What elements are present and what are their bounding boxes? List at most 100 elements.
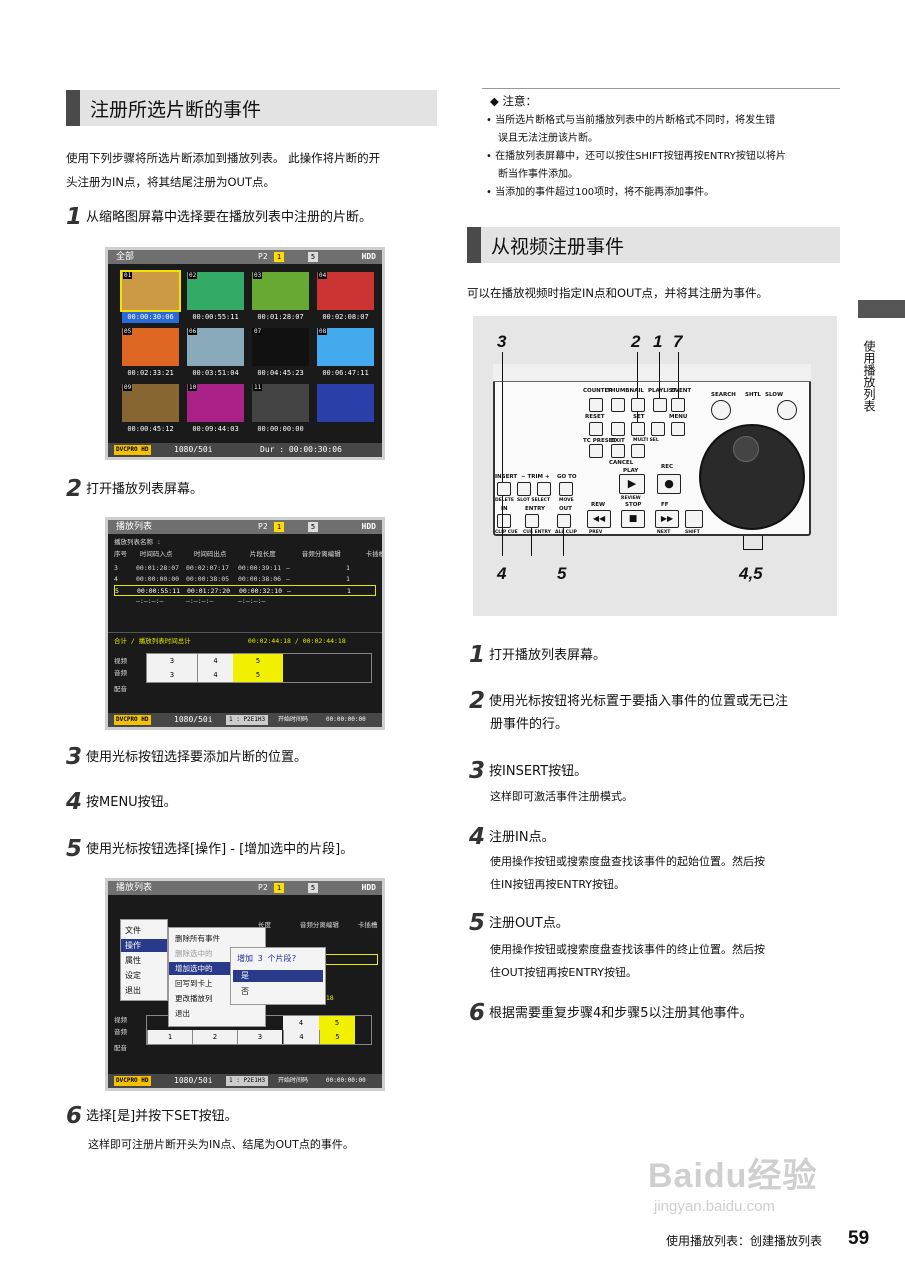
set-button[interactable] — [631, 422, 645, 436]
step-text: 从缩略图屏幕中选择要在播放列表中注册的片断。 — [86, 210, 373, 225]
play-button[interactable]: ▶ — [619, 474, 645, 494]
main-menu-item[interactable]: 退出 — [125, 986, 141, 995]
main-menu-item[interactable]: 操作 — [121, 939, 167, 952]
search-dial[interactable] — [699, 424, 805, 530]
note-text: 当所选片断格式与当前播放列表中的片断格式不同时，将发生错 — [495, 115, 776, 126]
right-section-title: 从视频注册事件 — [467, 227, 840, 263]
playlist-cell: 00:01:28:07 — [136, 564, 180, 572]
cursor-left-button[interactable] — [611, 422, 625, 436]
clip-number: 07 — [253, 328, 263, 335]
dialog-no-option[interactable]: 否 — [241, 987, 249, 996]
clip-timecode: 00:03:51:04 — [192, 369, 239, 377]
clip-timecode: 00:02:33:21 — [127, 369, 174, 377]
main-menu-item[interactable]: 设定 — [125, 971, 141, 980]
clip-thumbnail[interactable]: 01 — [120, 270, 181, 312]
step-number: 6 — [66, 1103, 83, 1129]
exit-button[interactable] — [611, 444, 625, 458]
playlist-cell: —:—:—:— — [186, 597, 214, 605]
entry-button[interactable] — [525, 514, 539, 528]
clip-number: 10 — [188, 384, 198, 391]
label-next: NEXT — [657, 530, 671, 535]
playlist-row[interactable]: —:—:—:——:—:—:——:—:—:— — [114, 596, 376, 607]
clip-thumbnail[interactable]: 06 — [187, 328, 244, 366]
page-footer-text: 使用播放列表：创建播放列表 — [666, 1234, 823, 1248]
clip-thumbnail[interactable]: 05 — [122, 328, 179, 366]
main-menu-item[interactable]: 文件 — [125, 926, 141, 935]
dial-knob[interactable] — [733, 436, 759, 462]
submenu-item[interactable]: 更改播放列 — [175, 994, 213, 1003]
clip-number: 02 — [188, 272, 198, 279]
clip-thumbnail[interactable]: 11 — [252, 384, 309, 422]
submenu-item[interactable]: 删除选中的 — [175, 949, 213, 958]
thumbnail-button[interactable] — [611, 398, 625, 412]
search-button[interactable] — [711, 400, 731, 420]
clip-timecode: 00:01:28:07 — [257, 313, 304, 321]
screen-header: 播放列表 P2 1 5 HDD — [108, 520, 382, 534]
in-button[interactable] — [497, 514, 511, 528]
right-step-5-sub2: 住OUT按钮再按ENTRY按钮。 — [490, 966, 637, 979]
trim-minus-button[interactable] — [517, 482, 531, 496]
note-item-3: • 当添加的事件超过100项时，将不能再添加事件。 — [486, 187, 715, 198]
label-tc-preset: TC PRESET — [583, 438, 617, 444]
rec-button[interactable]: ● — [657, 474, 681, 494]
step-number: 1 — [66, 204, 83, 230]
submenu-item[interactable]: 退出 — [175, 1009, 190, 1018]
menu-button[interactable] — [671, 422, 685, 436]
step-number: 4 — [469, 824, 486, 850]
event-button[interactable] — [671, 398, 685, 412]
clip-number: 11 — [253, 384, 263, 391]
label-shift: SHIFT — [685, 530, 700, 535]
clip-thumbnail[interactable]: 07 — [252, 328, 309, 366]
track-cell: 4 — [197, 668, 233, 682]
left-section-title-text: 注册所选片断的事件 — [90, 98, 262, 121]
slow-button[interactable] — [777, 400, 797, 420]
clip-timecode: 00:00:00:00 — [257, 425, 304, 433]
ff-button[interactable]: ▶▶ — [655, 510, 679, 528]
step-number: 2 — [66, 476, 83, 502]
trim-plus-button[interactable] — [537, 482, 551, 496]
tc-preset-button[interactable] — [589, 444, 603, 458]
video-label: 视频 — [114, 1016, 127, 1024]
cursor-up-button[interactable] — [631, 398, 645, 412]
clip-thumbnail[interactable]: 02 — [187, 272, 244, 310]
playlist-cell: — — [286, 575, 290, 583]
main-menu-item[interactable]: 属性 — [125, 956, 141, 965]
playlist-name-label: 播放列表名称 : — [114, 538, 161, 546]
clip-thumbnail[interactable]: 10 — [187, 384, 244, 422]
slot2-indicator: 5 — [308, 252, 318, 262]
reset-button[interactable] — [589, 422, 603, 436]
cursor-right-button[interactable] — [651, 422, 665, 436]
counter-button[interactable] — [589, 398, 603, 412]
label-set: SET — [633, 414, 645, 420]
cursor-down-button[interactable] — [631, 444, 645, 458]
step-text: 打开播放列表屏幕。 — [489, 648, 607, 663]
start-tc-label: 开始时间码 — [278, 1077, 309, 1084]
playlist-cell: 00:01:27:20 — [187, 587, 231, 595]
track-cell: 3 — [147, 654, 197, 668]
submenu-item[interactable]: 删除所有事件 — [175, 934, 220, 943]
insert-button[interactable] — [497, 482, 511, 496]
clip-thumbnail[interactable]: 09 — [122, 384, 179, 422]
submenu-item[interactable]: 回写到卡上 — [175, 979, 213, 988]
go-to-button[interactable] — [559, 482, 573, 496]
col-slot: 卡插槽 — [365, 550, 385, 558]
page-number: 59 — [848, 1228, 870, 1249]
rew-button[interactable]: ◀◀ — [587, 510, 611, 528]
hdd-label: HDD — [361, 883, 376, 892]
track-cell-selected: 5 — [233, 654, 283, 668]
shift-button[interactable] — [685, 510, 703, 528]
clip-thumbnail[interactable]: 04 — [317, 272, 374, 310]
dialog-yes-option[interactable]: 是 — [233, 970, 323, 982]
playlist-button[interactable] — [653, 398, 667, 412]
clip-thumbnail[interactable]: 08 — [317, 328, 374, 366]
clip-thumbnail[interactable] — [317, 384, 374, 422]
out-button[interactable] — [557, 514, 571, 528]
clip-thumbnail[interactable]: 03 — [252, 272, 309, 310]
label-all-clip: ALL CLIP — [555, 530, 577, 535]
stop-button[interactable]: ■ — [621, 510, 645, 528]
